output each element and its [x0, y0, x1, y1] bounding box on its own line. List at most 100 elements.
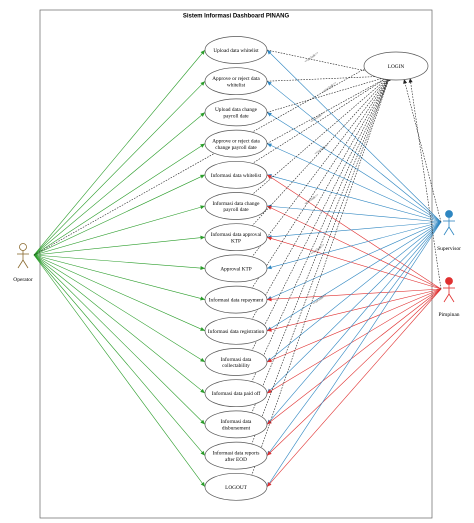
usecase-label: Informasi data reports	[213, 449, 260, 456]
operator-association-line	[33, 254, 206, 456]
usecase-ellipse	[204, 36, 268, 64]
supervisor-label: Supervisor	[437, 246, 461, 252]
usecase-ellipse	[204, 379, 268, 408]
operator-association-line	[33, 236, 206, 256]
operator-association-line	[33, 205, 206, 256]
include-dashed-line	[251, 75, 391, 165]
operator-association-line	[33, 254, 206, 363]
operator-association-arrowhead	[200, 205, 205, 210]
supervisor-association-line	[266, 221, 442, 269]
include-dashed-line	[266, 75, 391, 82]
operator-association-arrowhead	[200, 266, 205, 271]
pimpinan-association-line	[266, 288, 442, 487]
login-usecase: LOGIN	[363, 51, 429, 81]
operator-association-line	[33, 254, 206, 300]
supervisor-association-line	[266, 205, 442, 223]
pimpinan-association-arrowhead	[267, 482, 272, 487]
supervisor-association-line	[266, 221, 442, 487]
pimpinan-association-line	[266, 288, 442, 394]
include-dashed-line	[251, 75, 391, 352]
include-dashed-line	[251, 75, 391, 445]
pimpinan-association-arrowhead	[267, 358, 272, 363]
operator-association-line	[33, 143, 206, 256]
supervisor-association-line	[266, 112, 442, 223]
supervisor-association-arrowhead	[267, 143, 272, 148]
usecase-label: payroll date	[223, 207, 249, 213]
usecase-label: Upload data change	[215, 107, 258, 113]
operator-association-arrowhead	[200, 235, 205, 240]
supervisor-association-line	[266, 49, 442, 223]
operator-actor: Operator	[13, 243, 33, 283]
pimpinan-association-line	[266, 205, 442, 290]
operator-association-arrowhead	[200, 388, 205, 394]
usecase-label: collectability	[222, 363, 250, 369]
usecase-label: Informasi data paid off	[212, 390, 261, 397]
pimpinan-association-arrowhead	[267, 451, 272, 456]
usecase-label: after EOD	[225, 456, 247, 463]
usecase-label: payroll date	[223, 114, 249, 120]
operator-association-arrowhead	[200, 112, 205, 117]
include-dashed-line	[266, 75, 391, 144]
operator-association-line	[33, 174, 206, 256]
supervisor-association-line	[266, 221, 442, 332]
operator-association-line	[33, 112, 206, 256]
operator-association-arrowhead	[200, 81, 205, 86]
pimpinan-association-line	[266, 288, 442, 456]
supervisor-login-arrowhead	[403, 79, 408, 84]
usecase-ellipse	[204, 67, 268, 96]
usecase-ellipse	[204, 160, 268, 189]
usecase: Approval KTP	[204, 254, 268, 283]
operator-association-arrowhead	[200, 143, 205, 148]
pimpinan-login-arrowhead	[408, 78, 413, 83]
pimpinan-association-line	[266, 288, 442, 363]
usecase-label: KTP	[231, 238, 241, 244]
operator-association-line	[33, 80, 206, 256]
include-dashed-line	[251, 75, 391, 383]
supervisor-association-arrowhead	[267, 81, 272, 86]
pimpinan-association-arrowhead	[267, 236, 272, 241]
usecase-ellipse	[204, 410, 268, 439]
pimpinan-association-arrowhead	[267, 420, 272, 425]
usecase: Informasi data whitelist	[204, 160, 268, 189]
operator-association-line	[33, 254, 206, 332]
operator-association-line	[33, 254, 206, 425]
operator-association-line	[33, 254, 206, 269]
pimpinan-association-arrowhead	[267, 206, 272, 210]
pimpinan-association-line	[266, 236, 442, 290]
pimpinan-association-arrowhead	[267, 327, 272, 332]
supervisor-figure	[443, 210, 455, 236]
operator-association-arrowhead	[200, 357, 205, 362]
supervisor-association-line	[266, 221, 442, 456]
usecase-ellipse	[204, 441, 268, 470]
usecase-ellipse	[204, 192, 268, 220]
usecase-label: whitelist	[227, 82, 246, 88]
operator-figure	[17, 243, 29, 269]
operator-association-line	[33, 254, 206, 487]
usecase-label: Approve or reject data	[212, 76, 260, 82]
usecase-label: Upload data whitelist	[213, 48, 259, 54]
pimpinan-association-line	[266, 288, 442, 300]
usecase: LOGOUT	[204, 472, 268, 501]
pimpinan-association-arrowhead	[267, 174, 272, 179]
operator-association-arrowhead	[200, 50, 205, 55]
usecase-ellipse	[204, 223, 268, 252]
usecase: Informasi data registration	[204, 316, 268, 345]
operator-association-arrowhead	[200, 296, 205, 301]
usecase-label: change payroll date	[215, 145, 257, 151]
include-dashed-line	[251, 75, 391, 289]
usecase: Upload data whitelist	[204, 36, 268, 64]
pimpinan-association-line	[266, 288, 442, 332]
supervisor-login-dashed-line	[403, 78, 442, 223]
usecase-label: Approval KTP	[220, 266, 251, 272]
usecase-ellipse	[204, 472, 268, 501]
operator-association-arrowhead	[200, 450, 205, 456]
